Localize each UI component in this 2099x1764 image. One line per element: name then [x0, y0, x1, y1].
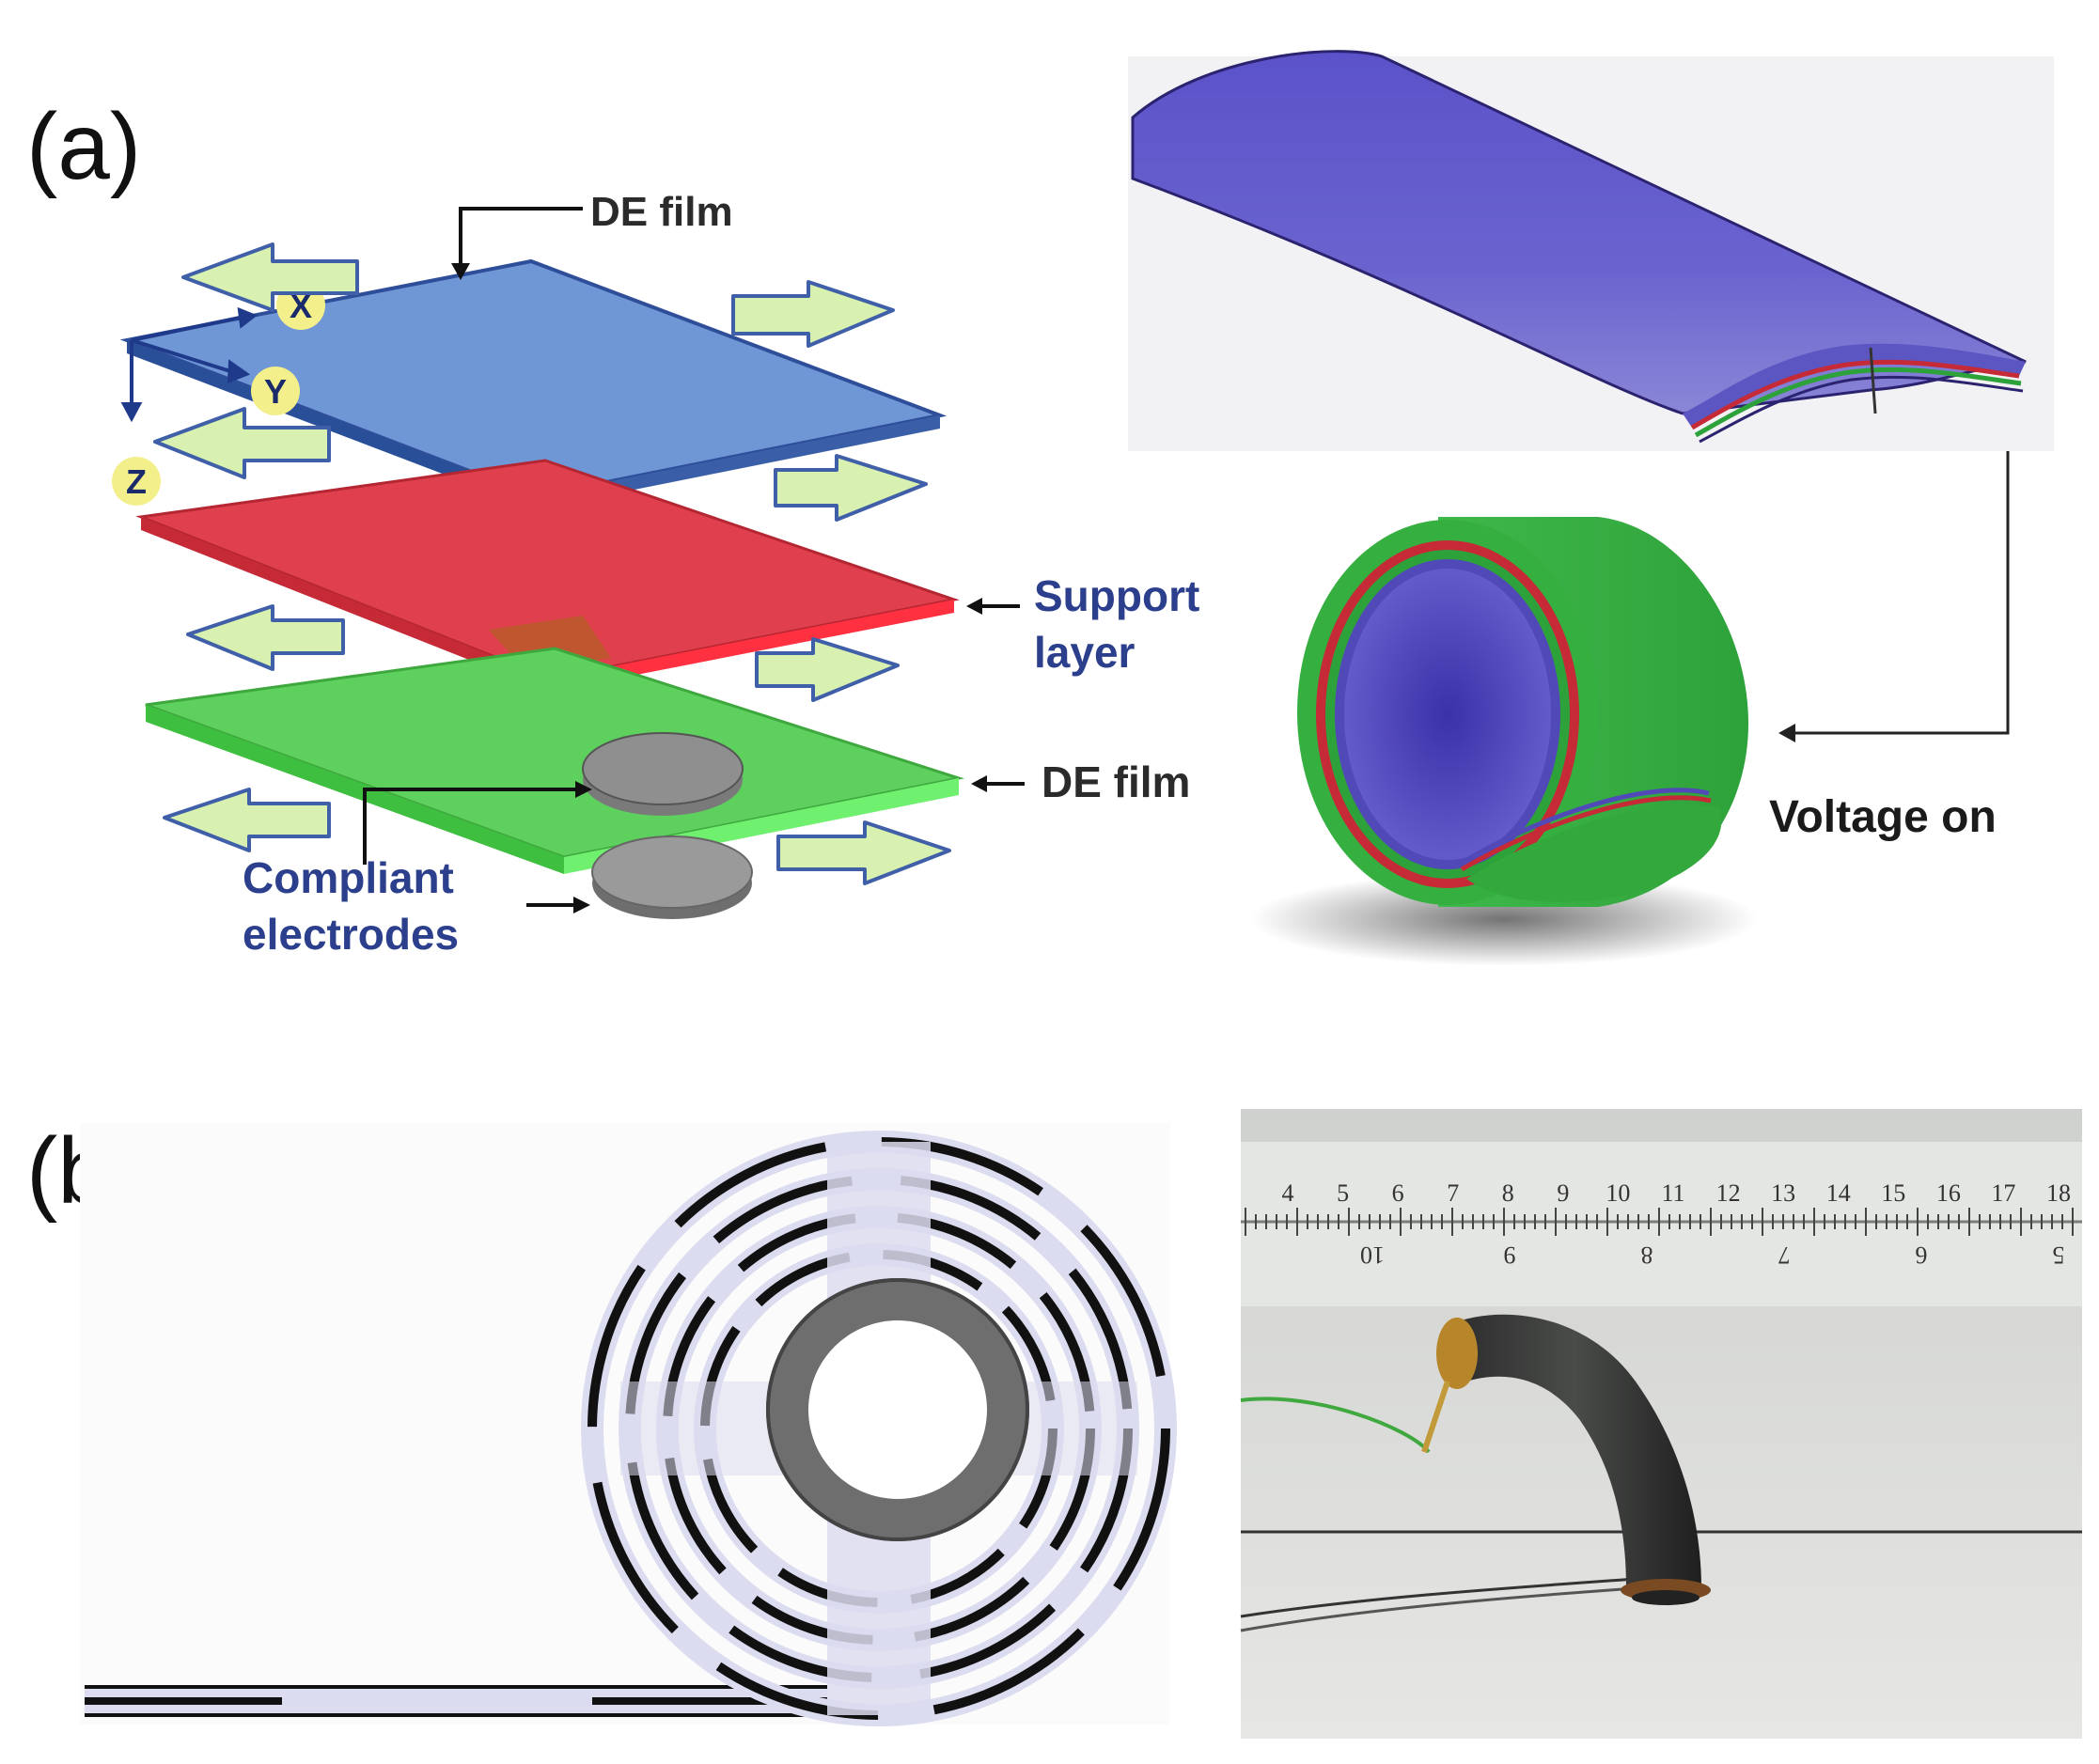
- ruler-top-number: 17: [1991, 1179, 2015, 1207]
- svg-text:Z: Z: [126, 462, 147, 501]
- strain-arrow-right-2: [774, 454, 928, 522]
- ruler-bottom-number: 10: [1360, 1241, 1385, 1269]
- ruler-top-number: 4: [1282, 1179, 1294, 1207]
- svg-text:layer: layer: [1034, 628, 1136, 677]
- ruler-top-number: 12: [1716, 1179, 1741, 1207]
- ruler-bottom-number: 8: [1641, 1241, 1653, 1269]
- ruler-top-number: 6: [1392, 1179, 1404, 1207]
- ruler-top-number: 11: [1661, 1179, 1684, 1207]
- ruler-bottom-number: 6: [1916, 1241, 1928, 1269]
- strain-arrow-right-1: [731, 280, 895, 348]
- strain-arrow-right-4: [776, 820, 951, 885]
- svg-text:electrodes: electrodes: [243, 910, 459, 959]
- ruler-bottom-number: 7: [1778, 1241, 1791, 1269]
- svg-text:DE film: DE film: [1042, 757, 1190, 806]
- strain-arrow-left-2: [153, 407, 331, 479]
- ruler-top-number: 15: [1881, 1179, 1905, 1207]
- compliant-electrode-bottom: [591, 835, 753, 919]
- ruler-top-number: 18: [2046, 1179, 2071, 1207]
- svg-text:Compliant: Compliant: [243, 853, 454, 902]
- strain-arrow-left-4: [163, 788, 331, 852]
- ruler-bottom-number: 9: [1504, 1241, 1516, 1269]
- callout-support-layer: Support layer: [966, 571, 1199, 677]
- callout-de-film-top: DE film: [451, 189, 733, 280]
- ruler-top-number: 5: [1337, 1179, 1349, 1207]
- ruler-top-number: 10: [1606, 1179, 1630, 1207]
- ruler-top-number: 9: [1557, 1179, 1569, 1207]
- voltage-connector: Voltage on: [1769, 451, 2010, 842]
- ruler-top-number: 13: [1771, 1179, 1795, 1207]
- ruler-top-number: 16: [1936, 1179, 1961, 1207]
- panel-label-a: (a): [26, 94, 141, 199]
- svg-text:DE film: DE film: [590, 189, 733, 235]
- rolled-actuator: [1250, 517, 1758, 966]
- ruler-top-number: 7: [1447, 1179, 1459, 1207]
- support-layer: [135, 459, 960, 692]
- svg-text:Voltage on: Voltage on: [1769, 792, 1997, 842]
- ruler-bottom-number: 5: [2053, 1241, 2065, 1269]
- axis-label-y: Y: [251, 367, 300, 415]
- svg-text:Y: Y: [264, 372, 287, 411]
- coordinate-axes: [120, 306, 258, 423]
- ruler: [1241, 1142, 2082, 1306]
- ruler-top-number: 14: [1826, 1179, 1851, 1207]
- strain-arrow-left-3: [186, 604, 345, 671]
- ruler-top-number: 8: [1502, 1179, 1514, 1207]
- curved-multilayer-sheet: [1128, 50, 2054, 451]
- strain-arrow-right-3: [755, 637, 900, 702]
- actuator-photo: 4 5 6 7 8 9 10 11 12 13 14 15 16 17 18 10 9 8 7 6 5: [1240, 1109, 2082, 1739]
- spiral-cross-section: [80, 1123, 1177, 1726]
- strain-arrow-left-1: [181, 242, 359, 312]
- callout-de-film-bottom: DE film: [971, 757, 1190, 806]
- axis-label-z: Z: [112, 457, 161, 506]
- callout-compliant-electrodes: Compliant electrodes: [243, 781, 592, 959]
- compliant-electrode-top: [582, 732, 744, 816]
- svg-text:Support: Support: [1034, 571, 1199, 620]
- strain-arrows: [153, 242, 951, 885]
